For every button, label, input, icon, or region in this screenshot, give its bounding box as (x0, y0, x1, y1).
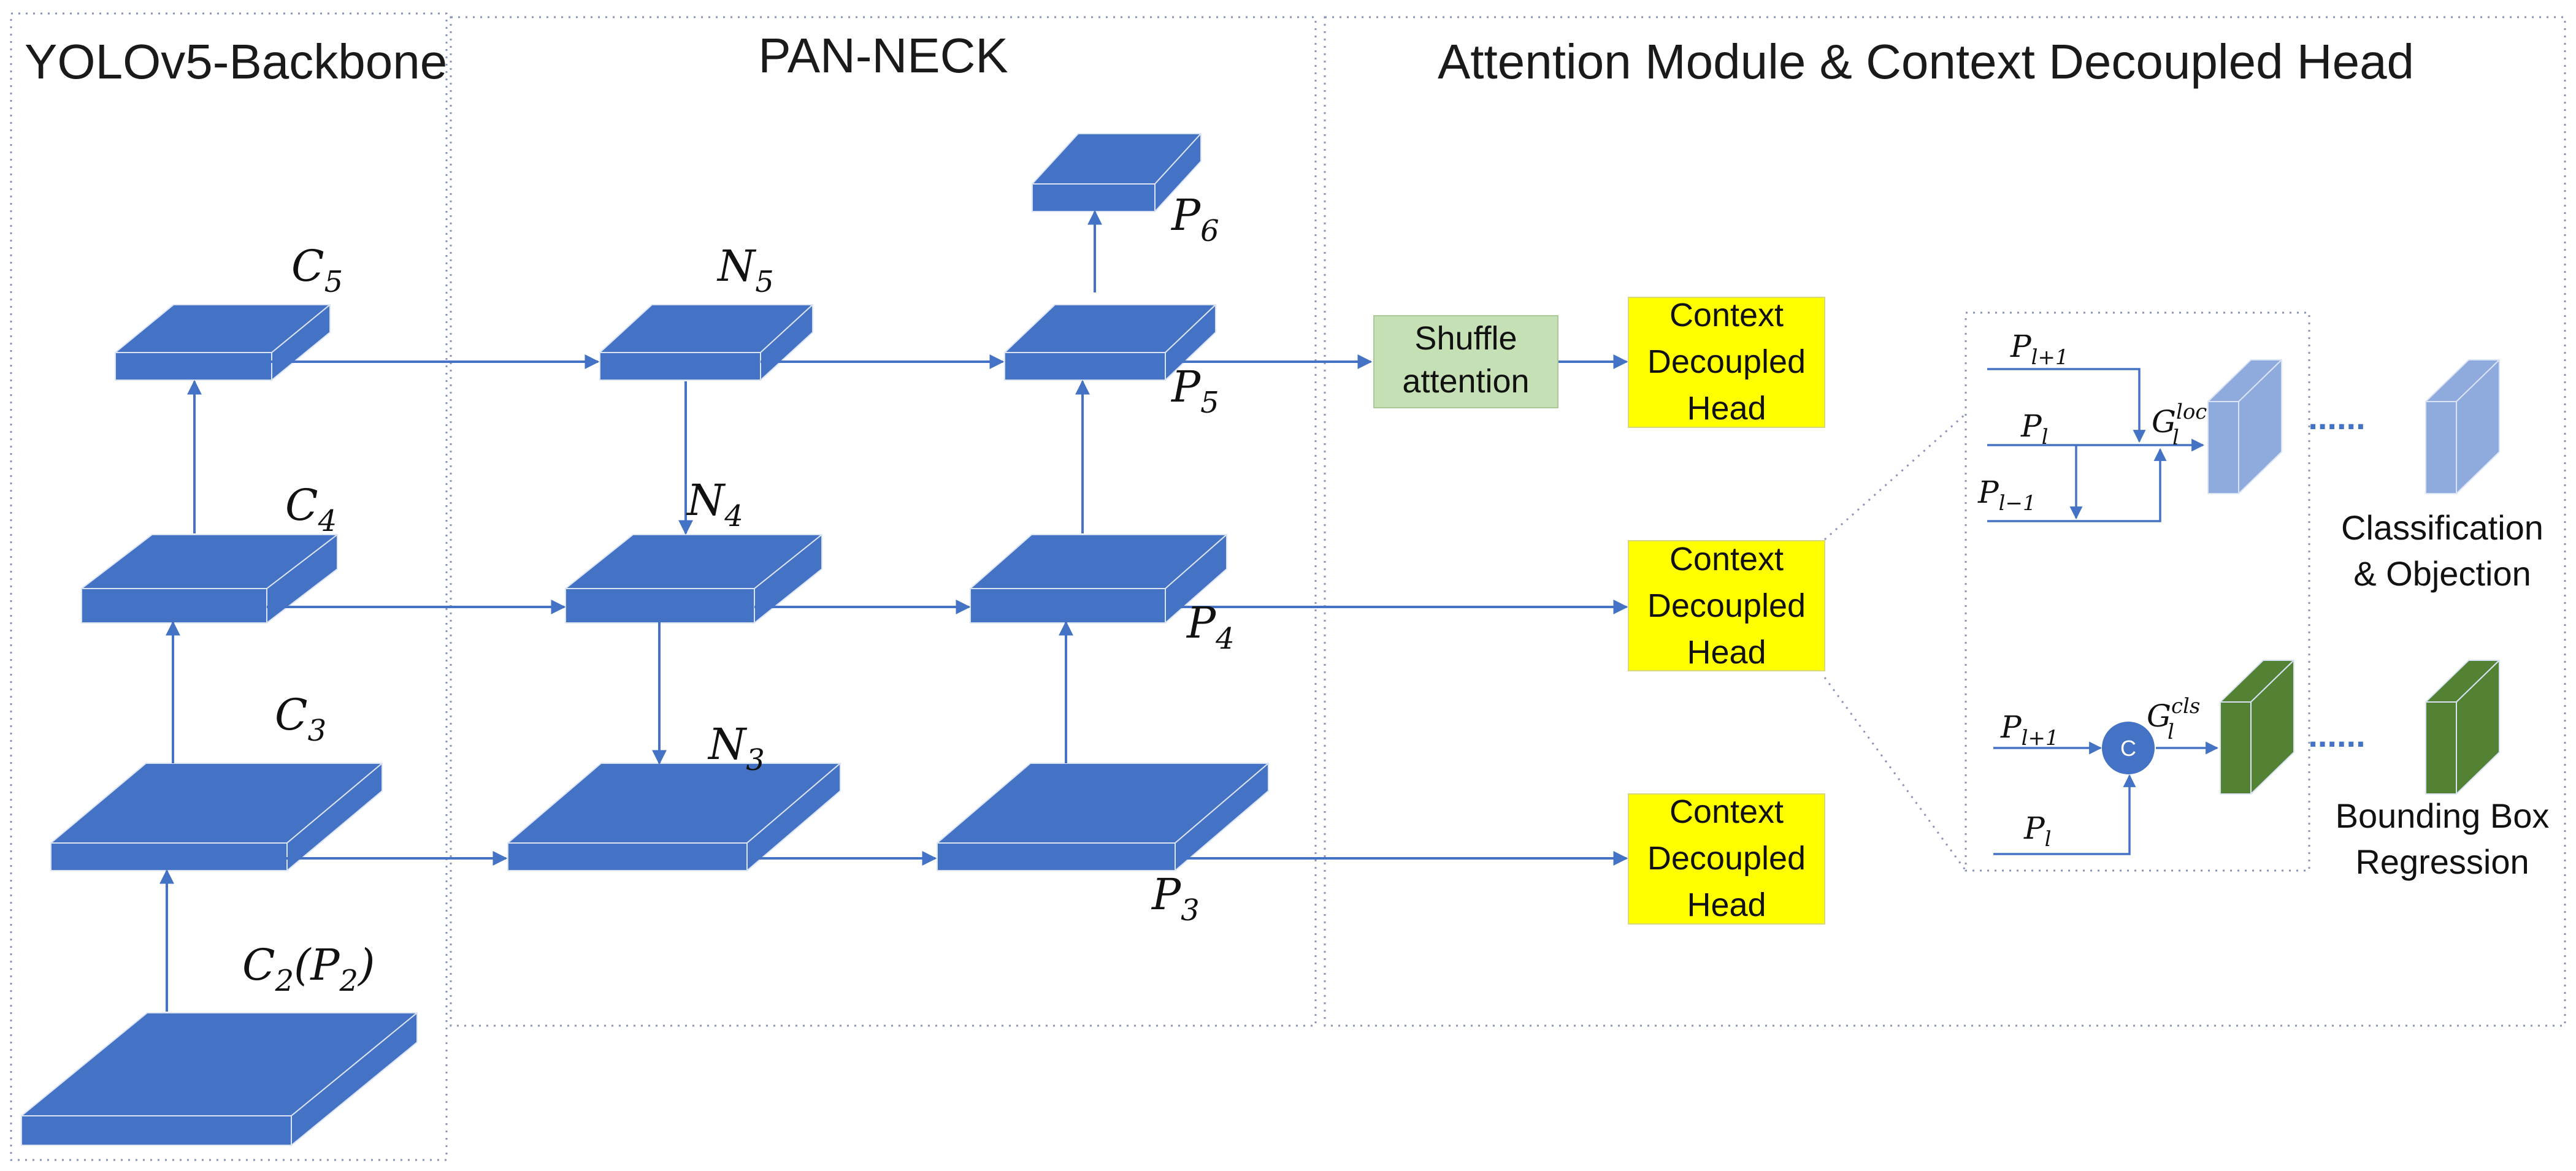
cls-caption-line2: & Objection (2353, 554, 2531, 593)
label-p3: P3 (1151, 869, 1200, 928)
reg-ellipsis: ...... (2308, 715, 2365, 754)
svg-text:Head: Head (1687, 634, 1766, 671)
label-p5: P5 (1170, 362, 1219, 420)
svg-text:C: C (2120, 736, 2136, 761)
block-p3 (937, 763, 1269, 871)
backbone-title: YOLOv5-Backbone (25, 34, 447, 89)
label-reg-in-bot: Pl (2023, 811, 2052, 852)
decoupled-head-1: Context Decoupled Head (1628, 297, 1825, 428)
svg-text:Decoupled: Decoupled (1647, 587, 1806, 624)
svg-text:Head: Head (1687, 887, 1766, 923)
label-cls-in-top: Pl+1 (2010, 329, 2069, 370)
reg-caption-line1: Bounding Box (2336, 796, 2550, 835)
reg-branch-wiring (1993, 741, 2219, 855)
zoom-line-top (1824, 413, 1966, 541)
block-p4 (970, 534, 1227, 624)
backbone-frame (10, 12, 448, 1161)
svg-text:Shuffle: Shuffle (1414, 320, 1517, 357)
svg-text:Context: Context (1669, 297, 1784, 334)
cls-ellipsis: ...... (2308, 398, 2365, 437)
label-p6: P6 (1170, 190, 1219, 248)
cls-branch-wiring (1987, 368, 2205, 522)
tensor-reg-2 (2425, 660, 2500, 795)
block-p5 (1004, 304, 1216, 381)
block-n5 (599, 304, 813, 381)
decoupled-head-3: Context Decoupled Head (1628, 793, 1825, 925)
detail-frame (1965, 311, 2310, 872)
neck-frame (450, 16, 1317, 1027)
concat-node: C (2102, 722, 2155, 774)
svg-text:Context: Context (1669, 793, 1784, 830)
svg-text:attention: attention (1402, 363, 1529, 400)
neck-title: PAN-NECK (758, 28, 1008, 83)
tensor-cls-2 (2425, 359, 2500, 494)
reg-caption-line2: Regression (2355, 842, 2529, 881)
block-c5 (115, 304, 331, 381)
svg-text:Decoupled: Decoupled (1647, 343, 1806, 380)
svg-text:Context: Context (1669, 541, 1784, 578)
block-c2 (21, 1012, 418, 1146)
label-n3: N3 (707, 719, 765, 777)
label-p4: P4 (1186, 598, 1235, 656)
label-cls-in-bot: Pl−1 (1977, 475, 2036, 516)
label-c4: C4 (285, 480, 337, 538)
label-reg-in-top: Pl+1 (2000, 709, 2059, 750)
label-cls-in-mid: Pl (2020, 408, 2049, 449)
block-p6 (1032, 133, 1202, 212)
decoupled-head-2: Context Decoupled Head (1628, 540, 1825, 671)
block-c3 (50, 763, 383, 871)
svg-text:Decoupled: Decoupled (1647, 840, 1806, 877)
label-c3: C3 (275, 690, 326, 748)
label-c5: C5 (291, 241, 343, 299)
head-title: Attention Module & Context Decoupled Hea… (1438, 34, 2414, 89)
zoom-line-bottom (1823, 677, 1967, 871)
head-frame (1324, 16, 2566, 1027)
label-c2-p2: C2(P2) (242, 940, 375, 998)
tensor-cls-1 (2207, 359, 2282, 494)
block-c4 (81, 534, 338, 624)
block-n3 (507, 763, 841, 871)
shuffle-attention-box: Shuffle attention (1373, 315, 1558, 408)
block-n4 (565, 534, 822, 624)
label-n4: N4 (686, 475, 743, 533)
label-n5: N5 (716, 241, 774, 299)
cls-caption-line1: Classification (2341, 508, 2543, 547)
svg-text:Head: Head (1687, 390, 1766, 427)
tensor-reg-1 (2220, 660, 2294, 795)
